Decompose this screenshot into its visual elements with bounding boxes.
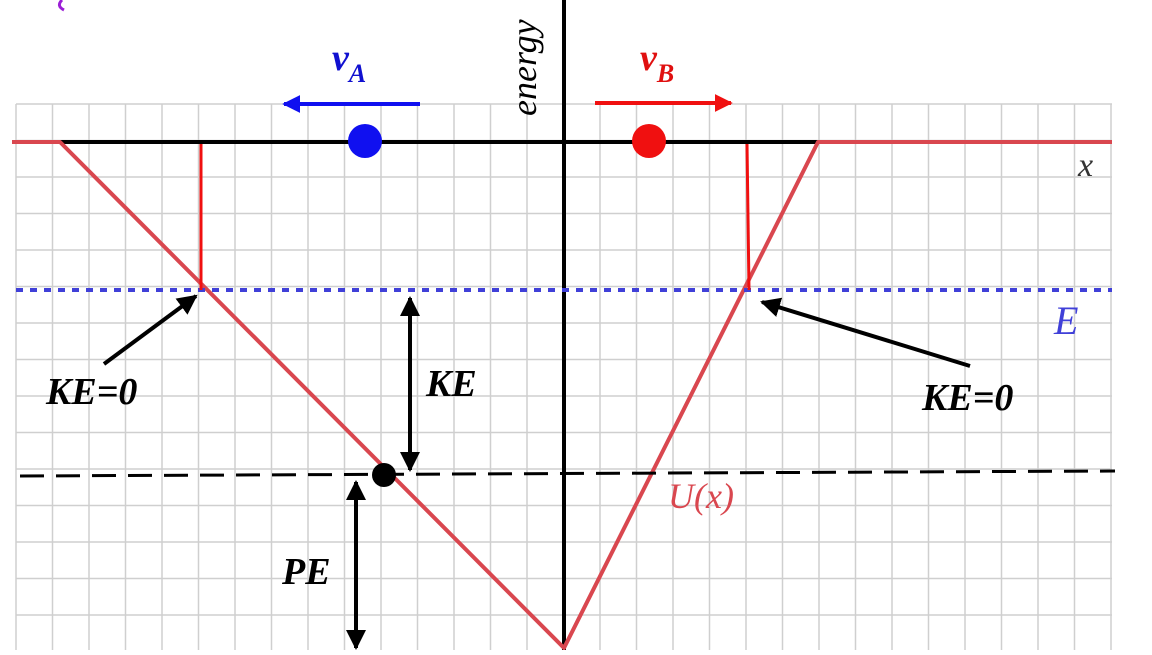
purple-mark: [57, 0, 65, 12]
x-axis-label: x: [1077, 147, 1093, 184]
ke-zero-left-arrow: [102, 294, 198, 366]
potential-curve: [12, 140, 1112, 650]
reference-dashed-line: [19, 469, 1116, 478]
sample-point: [372, 463, 396, 487]
particle-a: [348, 124, 382, 158]
ke-zero-right-arrow: [760, 297, 971, 368]
ke-label: KE: [425, 363, 477, 405]
y-axis-label: energy: [504, 19, 544, 116]
pe-label: PE: [281, 551, 331, 593]
particle-b: [632, 124, 666, 158]
ke-zero-left-label: KE=0: [45, 371, 137, 413]
energy-level-label: E: [1053, 298, 1078, 343]
potential-curve-label: U(x): [668, 476, 734, 516]
velocity-a-label: vA: [332, 37, 366, 88]
velocity-b-label: vB: [640, 37, 674, 88]
grid: [15, 103, 1112, 650]
ke-zero-right-label: KE=0: [921, 377, 1013, 419]
turning-point-line-right: [745, 143, 751, 291]
